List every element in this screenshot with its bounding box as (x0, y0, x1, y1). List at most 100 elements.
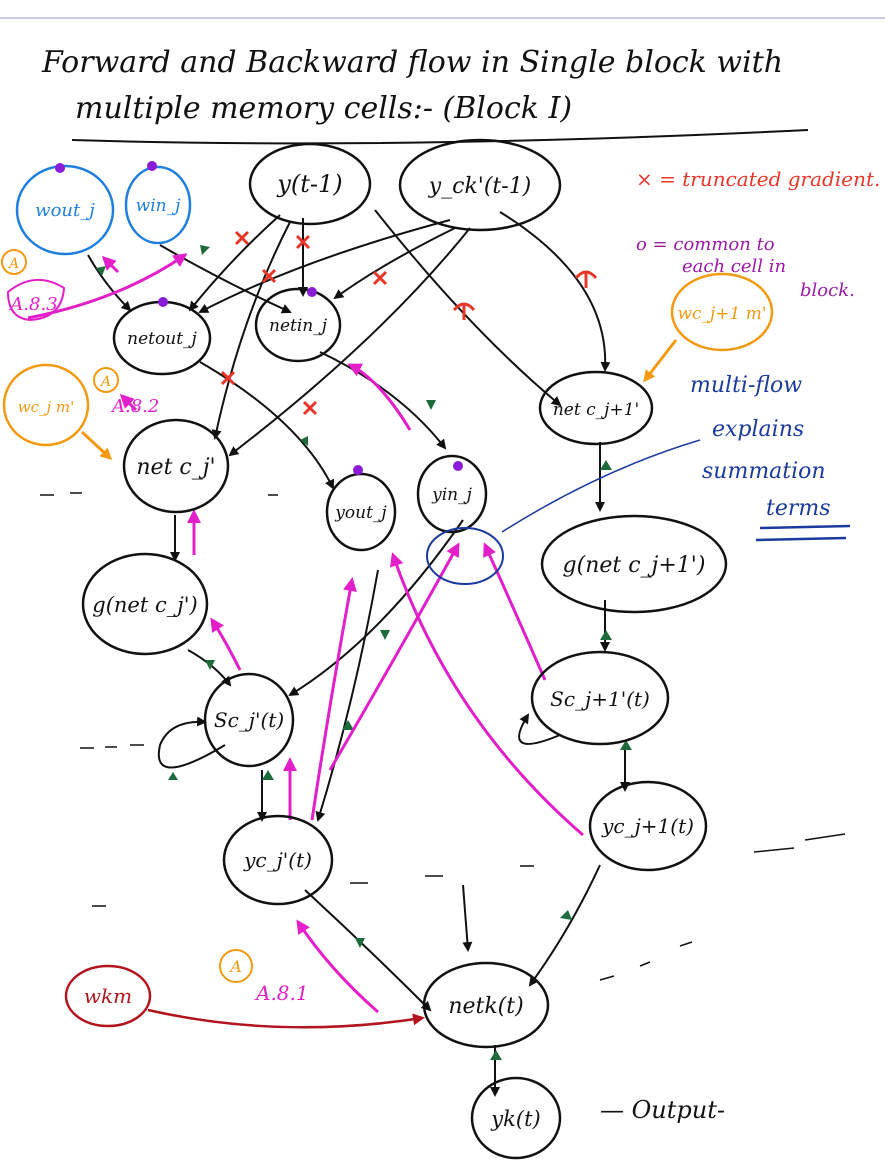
node-netout: netout_j (112, 297, 212, 376)
w-in-label: win_j (136, 196, 181, 216)
backward-edges (27, 253, 584, 1014)
w-in-ellipse (124, 165, 192, 245)
node-net-k: netk(t) (422, 961, 550, 1049)
multi-flow-underline (755, 524, 851, 542)
a83-outline (6, 278, 66, 322)
forward-edges (87, 209, 630, 1097)
y-c-prev-label: y_ck'(t-1) (428, 174, 532, 199)
annotation-a83: A A.8.3 (1, 249, 66, 322)
output-label: — Output- (600, 1096, 725, 1124)
legend-truncated: × = truncated gradient. (636, 167, 880, 191)
legend-common-line-2: each cell in (682, 256, 786, 277)
summation-pointer-line (501, 439, 701, 533)
node-y-c-j: yc_j'(t) (222, 814, 334, 906)
s-c-j-ellipse (203, 672, 295, 768)
y-c-prev-ellipse (398, 138, 562, 232)
w-km-ellipse (64, 964, 152, 1028)
netin-ellipse (254, 287, 342, 363)
a81-label: A.8.1 (254, 981, 309, 1005)
net-c-j-label: net c_j' (136, 455, 215, 480)
net-k-label: netk(t) (448, 994, 523, 1019)
y-prev-ellipse (248, 142, 372, 226)
common-dot-icon (353, 465, 363, 475)
common-dot-icon (307, 287, 317, 297)
w-km-arrow (147, 1008, 425, 1029)
w-c-j1-m-label: wc_j+1 m' (677, 304, 766, 324)
w-out-ellipse (15, 164, 115, 256)
y-in-ellipse (416, 454, 488, 534)
w-c-j1-m-arrow (643, 339, 678, 383)
g-net-c-j1-ellipse (540, 514, 728, 614)
common-dot-icon (158, 297, 168, 307)
node-w-km: wkm (64, 964, 152, 1028)
node-y-c-prev: y_ck'(t-1) (398, 138, 562, 232)
node-s-c-j: Sc_j'(t) (203, 672, 295, 768)
y-c-j1-label: yc_j+1(t) (601, 814, 694, 838)
node-w-in: win_j (124, 161, 192, 245)
net-c-j-ellipse (122, 418, 230, 514)
node-net-c-j1: net c_j+1' (538, 370, 654, 446)
net-k-ellipse (422, 961, 550, 1049)
node-w-c-j1-m: wc_j+1 m' (670, 272, 774, 352)
net-c-j1-label: net c_j+1' (553, 400, 639, 420)
y-prev-label: y(t-1) (276, 170, 342, 198)
forward-direction-markers (96, 245, 632, 1060)
y-c-j-label: yc_j'(t) (243, 848, 312, 872)
g-net-c-j-label: g(net c_j') (92, 593, 197, 617)
legend-common-line-3: block. (800, 280, 855, 301)
node-y-out: yout_j (325, 465, 397, 552)
mark-circle-icon (93, 367, 119, 393)
mark-letter: A (7, 256, 19, 272)
mark-letter: A (99, 374, 111, 390)
a82-label: A.8.2 (110, 396, 159, 417)
annotation-a81: A A.8.1 (219, 949, 309, 1005)
node-netin: netin_j (254, 287, 342, 363)
w-km-label: wkm (84, 984, 132, 1008)
s-c-j1-label: Sc_j+1'(t) (550, 687, 650, 711)
w-c-m-label: wc_j m' (18, 398, 75, 416)
node-s-c-j1: Sc_j+1'(t) (530, 650, 670, 746)
s-c-j-label: Sc_j'(t) (214, 708, 284, 732)
y-k-label: yk(t) (490, 1107, 540, 1131)
node-y-c-j1: yc_j+1(t) (588, 780, 708, 872)
node-g-net-c-j: g(net c_j') (81, 552, 209, 656)
title-underline (71, 129, 809, 145)
w-out-label: wout_j (35, 200, 95, 221)
w-c-j1-m-ellipse (670, 272, 774, 352)
summation-highlight-circle (426, 527, 504, 585)
y-k-ellipse (470, 1076, 562, 1160)
y-c-j-ellipse (222, 814, 334, 906)
multi-flow-line-2: explains (712, 417, 804, 442)
g-net-c-j1-label: g(net c_j+1') (563, 553, 706, 578)
common-dot-icon (55, 163, 65, 173)
legend: × = truncated gradient. o = common to ea… (636, 167, 880, 301)
node-y-k: yk(t) (470, 1076, 562, 1160)
w-c-m-ellipse (2, 363, 90, 447)
common-dot-icon (453, 461, 463, 471)
node-g-net-c-j1: g(net c_j+1') (540, 514, 728, 614)
netout-label: netout_j (127, 329, 197, 349)
truncation-marks (220, 230, 598, 416)
node-w-c-m: wc_j m' (2, 363, 90, 447)
title-line-2: multiple memory cells:- (Block I) (75, 91, 572, 126)
mark-circle-icon (219, 949, 253, 983)
sketch-dashes (40, 492, 846, 981)
node-w-out: wout_j (15, 163, 115, 256)
y-c-j1-ellipse (588, 780, 708, 872)
multi-flow-line-1: multi-flow (690, 373, 802, 398)
common-dot-icon (147, 161, 157, 171)
netin-label: netin_j (269, 316, 328, 336)
node-y-in: yin_j (416, 454, 488, 534)
multi-flow-line-3: summation (702, 459, 826, 484)
legend-common-line-1: o = common to (636, 234, 775, 255)
mark-letter: A (228, 957, 242, 976)
y-in-label: yin_j (431, 485, 472, 505)
node-y-prev: y(t-1) (248, 142, 372, 226)
annotation-a82: A A.8.2 (93, 367, 159, 417)
a83-label: A.8.3 (8, 294, 57, 315)
g-net-c-j-ellipse (81, 552, 209, 656)
w-c-m-arrow (80, 430, 113, 461)
s-c-j1-ellipse (530, 650, 670, 746)
net-c-j1-ellipse (538, 370, 654, 446)
